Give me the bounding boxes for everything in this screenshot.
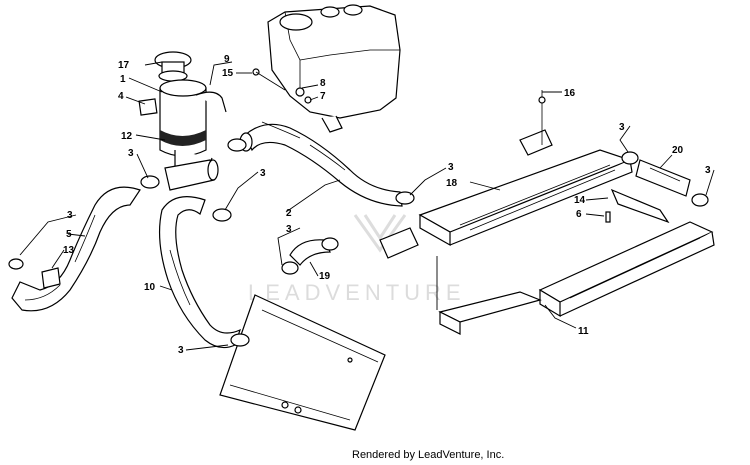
upper-short-hose [164,159,219,191]
hose-19 [289,239,331,266]
callout-11: 11 [578,326,589,337]
callout-8: 8 [320,78,326,89]
bracket-14 [610,188,670,224]
leader-lines [19,61,715,351]
callout-3-h: 3 [705,165,711,176]
callout-3-d: 3 [67,210,73,221]
hose-2 [239,121,403,207]
hose-20 [635,159,691,197]
callout-17: 17 [118,60,130,71]
callout-6: 6 [576,209,582,220]
callout-3-f: 3 [286,224,292,235]
callout-15: 15 [222,68,234,79]
render-credit: Rendered by LeadVenture, Inc. [352,449,505,461]
callout-numbers: 17 1 4 12 9 15 8 7 3 3 3 3 3 3 3 3 13 5 … [63,54,711,356]
callout-7: 7 [320,91,326,102]
callout-19: 19 [319,271,331,282]
reservoir-tank [267,4,401,133]
callout-10: 10 [144,282,156,293]
watermark-logo [353,214,407,253]
callout-16: 16 [564,88,576,99]
callout-3-a: 3 [128,148,134,159]
callout-3-b: 3 [260,168,266,179]
callout-3-g: 3 [619,122,625,133]
callout-3-e: 3 [178,345,184,356]
heat-exchanger-18 [379,129,633,259]
callout-4: 4 [118,91,124,102]
heat-exchanger-11 [438,221,715,335]
hose-clamps [8,138,709,347]
callout-18: 18 [446,178,458,189]
hose-5 [11,186,141,312]
callout-14: 14 [574,195,586,206]
callout-20: 20 [672,145,684,156]
callout-3-c: 3 [448,162,454,173]
callout-2: 2 [286,208,292,219]
watermark-text: LEADVENTURE [248,280,466,305]
small-fittings [252,68,611,223]
callout-9: 9 [224,54,230,65]
callout-1: 1 [120,74,126,85]
callout-13: 13 [63,245,75,256]
callout-12: 12 [121,131,133,142]
skid-plate [219,294,386,431]
callout-5: 5 [66,229,72,240]
